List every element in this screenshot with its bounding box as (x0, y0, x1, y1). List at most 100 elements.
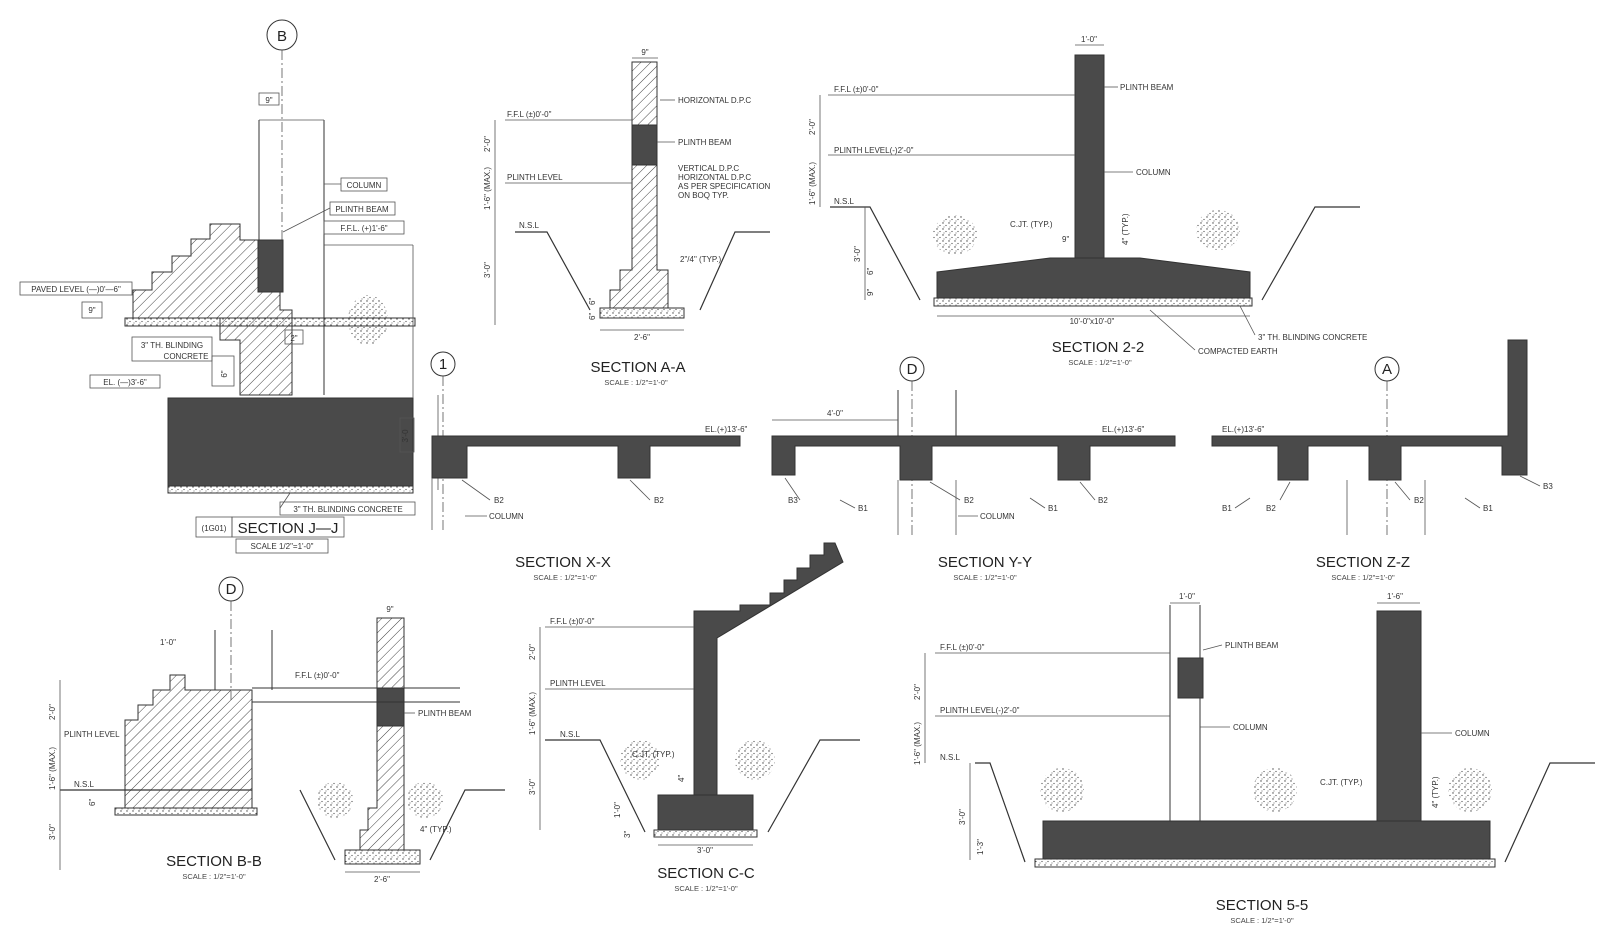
scale-xx: SCALE : 1/2"=1'-0" (533, 573, 597, 582)
s22-plinth-level: PLINTH LEVEL(-)2'-0" (834, 146, 914, 155)
s22-compacted: COMPACTED EARTH (1198, 347, 1278, 356)
zz-b2a: B2 (1266, 504, 1276, 513)
blinding-concrete (167, 485, 414, 494)
bb-blinding (344, 849, 421, 865)
s22-plinth-beam: PLINTH BEAM (1120, 83, 1174, 92)
scale-2-2: SCALE : 1/2"=1'-0" (1068, 358, 1132, 367)
label-el: EL. (—)3'-6" (103, 378, 147, 387)
zz-slab-beams (1211, 339, 1528, 481)
aa-plinth-level: PLINTH LEVEL (507, 173, 563, 182)
section-bb: D 9" 1'-0" F.F.L (±)0'-0" PLINTH BEAM PL… (48, 576, 505, 884)
s22-footing (936, 257, 1251, 299)
s22-dim-2-0: 2'-0" (808, 119, 817, 135)
s55-typ: 4" (TYP.) (1431, 776, 1440, 808)
scale-cc: SCALE : 1/2"=1'-0" (674, 884, 738, 893)
section-yy: D 4'-0" EL.(+)13'-6" B3 B1 B2 B1 B2 COLU… (771, 356, 1176, 582)
title-aa: SECTION A-A (590, 359, 685, 376)
aa-hdpc2: HORIZONTAL D.P.C (678, 173, 751, 182)
section-xx: 1 EL.(+)13'-6" B2 B2 COLUMN SECTION X-X … (430, 351, 748, 582)
zz-b1b: B1 (1483, 504, 1493, 513)
s55-column2: COLUMN (1455, 729, 1490, 738)
xx-b2b: B2 (654, 496, 664, 505)
bb-paved (114, 807, 258, 816)
cc-dim-4: 4" (677, 775, 686, 782)
label-ffl: F.F.L. (+)1'-6" (340, 224, 387, 233)
grid-label-b: B (277, 28, 287, 45)
s55-ffl: F.F.L (±)0'-0" (940, 643, 985, 652)
bb-plinth-level: PLINTH LEVEL (64, 730, 120, 739)
bb-dim-1-6: 1'-6" (MAX.) (48, 747, 57, 790)
yy-b1b: B1 (1048, 504, 1058, 513)
label-paved-level: PAVED LEVEL (—)0'—6" (31, 285, 121, 294)
s55-column (1376, 610, 1422, 822)
title-zz: SECTION Z-Z (1316, 554, 1410, 571)
s55-cjt: C.JT. (TYP.) (1320, 778, 1363, 787)
yy-slab-beams (771, 435, 1176, 481)
aa-spec: AS PER SPECIFICATION (678, 182, 771, 191)
s55-footing (1042, 820, 1491, 860)
label-blinding: 3" TH. BLINDING (141, 341, 203, 350)
bb-earth-left (317, 782, 353, 818)
label-plinth-beam: PLINTH BEAM (335, 205, 389, 214)
cc-ffl: F.F.L (±)0'-0" (550, 617, 595, 626)
cc-nsl: N.S.L (560, 730, 581, 739)
xx-el: EL.(+)13'-6" (705, 425, 748, 434)
aa-ffl: F.F.L (±)0'-0" (507, 110, 552, 119)
bb-dim-2-6: 2'-6" (374, 875, 390, 884)
s55-plinth-beam (1177, 657, 1204, 699)
s22-dim-3-0: 3'-0" (853, 246, 862, 262)
s22-dim-9: 9" (1062, 235, 1069, 244)
s22-dim-9b: 9" (866, 289, 875, 296)
s22-column-label: COLUMN (1136, 168, 1171, 177)
s22-blinding-label: 3" TH. BLINDING CONCRETE (1258, 333, 1367, 342)
s22-earth-right (1196, 210, 1240, 250)
bb-earth-right (407, 782, 443, 818)
bb-plinth-beam (376, 687, 405, 727)
bb-excavation (60, 789, 505, 861)
s55-dim-1-6: 1'-6" (1387, 592, 1403, 601)
scale-bb: SCALE : 1/2"=1'-0" (182, 872, 246, 881)
section-zz: A EL.(+)13'-6" B1 B2 B2 B1 B3 SECTION Z-… (1211, 339, 1553, 582)
dim-6: 6" (220, 370, 229, 377)
aa-excavation (515, 231, 770, 311)
aa-dim-6a: 6" (588, 298, 597, 305)
aa-vdpc: VERTICAL D.P.C (678, 164, 739, 173)
s55-dim-1-0: 1'-0" (1179, 592, 1195, 601)
s22-dim-1-0: 1'-0" (1081, 35, 1097, 44)
title-5-5: SECTION 5-5 (1216, 897, 1309, 914)
xx-slab-beams (431, 435, 741, 479)
cc-dim-3-0: 3'-0" (697, 846, 713, 855)
grid-label-d-bottom: D (226, 581, 237, 598)
s55-earth-2 (1253, 768, 1297, 812)
bb-dim-2-0: 2'-0" (48, 704, 57, 720)
dim-9-aa: 9" (641, 48, 648, 57)
aa-blinding (599, 307, 685, 319)
zz-b1a: B1 (1222, 504, 1232, 513)
yy-b2b: B2 (1098, 496, 1108, 505)
aa-plinth-beam-label: PLINTH BEAM (678, 138, 732, 147)
section-5-5: 1'-0" 1'-6" F.F.L (±)0'-0" PLINTH LEVEL(… (913, 592, 1595, 925)
bb-nsl: N.S.L (74, 780, 95, 789)
scale-aa: SCALE : 1/2"=1'-0" (604, 378, 668, 387)
yy-b1a: B1 (858, 504, 868, 513)
bb-ffl: F.F.L (±)0'-0" (295, 671, 340, 680)
s22-excavation (830, 206, 1360, 301)
s22-earth-left (933, 215, 977, 255)
aa-dim-3-0: 3'-0" (483, 262, 492, 278)
title-cc: SECTION C-C (657, 865, 755, 882)
s55-earth-1 (1040, 768, 1084, 812)
s55-dim-2-0: 2'-0" (913, 684, 922, 700)
cc-earth-right (735, 740, 775, 780)
title-yy: SECTION Y-Y (938, 554, 1032, 571)
s22-dim-1-6: 1'-6" (MAX.) (808, 162, 817, 205)
yy-dim-4-0: 4'-0" (827, 409, 843, 418)
aa-dim-1-6: 1'-6" (MAX.) (483, 167, 492, 210)
s55-excavation (975, 762, 1595, 863)
cc-cjt: C.JT. (TYP.) (632, 750, 675, 759)
cc-dim-2-0: 2'-0" (528, 644, 537, 660)
zz-b2b: B2 (1414, 496, 1424, 505)
bb-dim-9: 9" (386, 605, 393, 614)
s55-nsl: N.S.L (940, 753, 961, 762)
cc-footing (657, 794, 754, 831)
grid-label-d: D (907, 361, 918, 378)
